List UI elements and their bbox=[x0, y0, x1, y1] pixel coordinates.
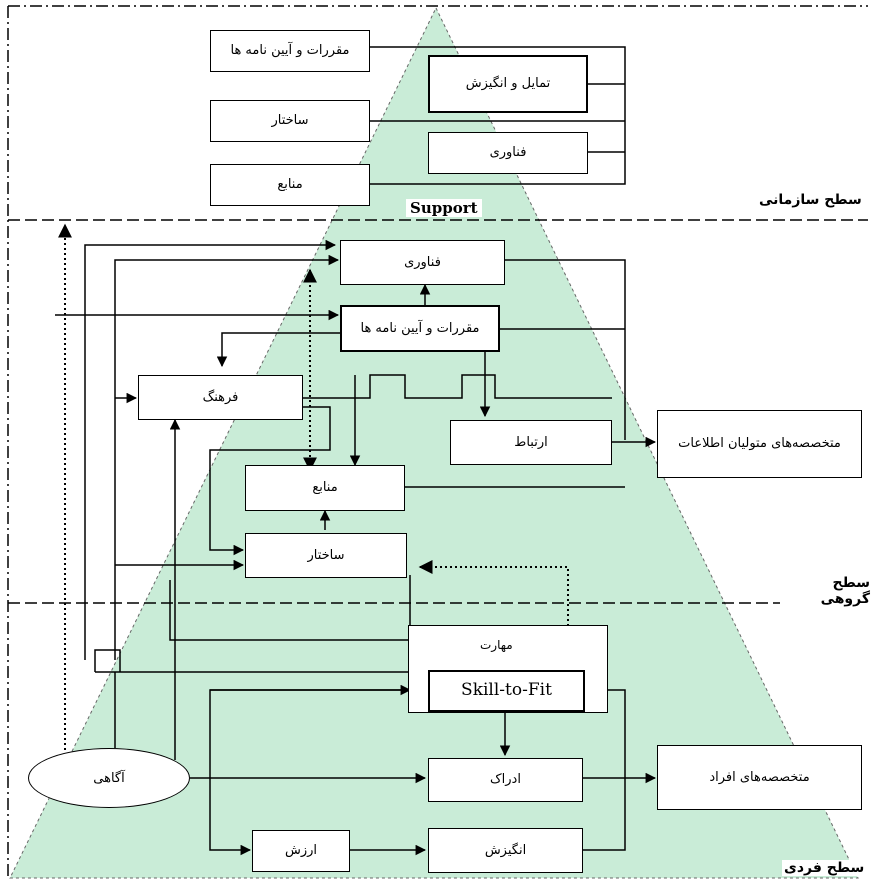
level-label-organizational: سطح سازمانی bbox=[757, 192, 864, 208]
group-communication-box: ارتباط bbox=[450, 420, 612, 465]
skill-caption: مهارت bbox=[480, 638, 513, 652]
org-resources-box: منابع bbox=[210, 164, 370, 206]
org-rules-box: مقررات و آیین نامه ها bbox=[210, 30, 370, 72]
support-label: Support bbox=[406, 199, 482, 217]
org-technology-box: فناوری bbox=[428, 132, 588, 174]
org-structure-box: ساختار bbox=[210, 100, 370, 142]
awareness-ellipse: آگاهی bbox=[28, 748, 190, 808]
skill-to-fit-box: Skill-to-Fit bbox=[428, 670, 585, 712]
group-culture-box: فرهنگ bbox=[138, 375, 303, 420]
perception-box: ادراک bbox=[428, 758, 583, 802]
group-resources-box: منابع bbox=[245, 465, 405, 511]
level-label-individual: سطح فردی bbox=[782, 860, 867, 876]
group-rules-box: مقررات و آیین نامه ها bbox=[340, 305, 500, 352]
group-technology-box: فناوری bbox=[340, 240, 505, 285]
individual-specialists-box: متخصصه‌های افراد bbox=[657, 745, 862, 810]
org-willingness-box: تمایل و انگیزش bbox=[428, 55, 588, 113]
group-structure-box: ساختار bbox=[245, 533, 407, 578]
info-specialists-box: متخصصه‌های متولیان اطلاعات bbox=[657, 410, 862, 478]
level-label-group: سطح گروهی bbox=[780, 575, 872, 607]
pyramid-background bbox=[9, 6, 859, 879]
value-box: ارزش bbox=[252, 830, 350, 872]
motivation-box: انگیزش bbox=[428, 828, 583, 873]
connector-lines bbox=[55, 46, 657, 856]
